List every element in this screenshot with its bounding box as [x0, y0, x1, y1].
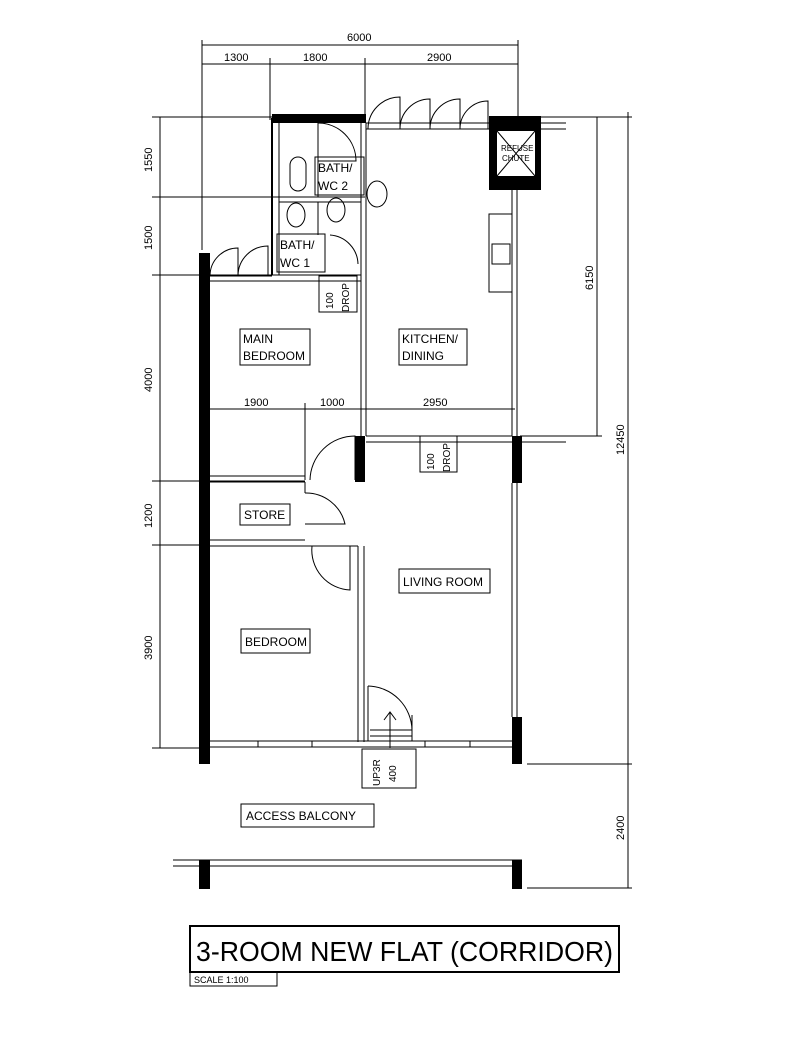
dim-left-2: 1500: [143, 226, 155, 250]
dim-mid-1: 1900: [244, 397, 268, 409]
label-bath-wc2-line1: BATH/: [318, 161, 353, 175]
dim-left-1: 1550: [143, 148, 155, 172]
label-bedroom: BEDROOM: [245, 635, 307, 649]
dim-left-4: 1200: [143, 504, 155, 528]
dim-right-upper: 6150: [584, 266, 596, 290]
label-access-balcony: ACCESS BALCONY: [246, 809, 356, 823]
dim-overall-width: 6000: [347, 32, 371, 44]
label-refuse-line1: REFUSE: [501, 144, 533, 153]
label-refuse-line2: CHUTE: [502, 154, 530, 163]
plan-scale: SCALE 1:100: [194, 975, 249, 985]
interior-lines: [173, 118, 566, 867]
dim-mid-2: 1000: [320, 397, 344, 409]
label-drop2-line2: DROP: [442, 443, 453, 472]
dim-right-lower: 2400: [615, 816, 627, 840]
label-bath-wc1-line1: BATH/: [280, 238, 315, 252]
dim-top-mid: 1800: [303, 52, 327, 64]
label-bath-wc1-line2: WC 1: [280, 256, 310, 270]
room-labels: BATH/ WC 2 BATH/ WC 1 REFUSE CHUTE MAIN …: [239, 144, 533, 828]
label-up-line2: 400: [388, 765, 399, 782]
dim-mid-3: 2950: [423, 397, 447, 409]
label-drop1-line1: 100: [325, 292, 336, 309]
label-store: STORE: [244, 508, 285, 522]
dim-left-3: 4000: [143, 368, 155, 392]
doors: [209, 96, 536, 748]
label-main-bedroom-line2: BEDROOM: [243, 349, 305, 363]
dim-top-right: 2900: [427, 52, 451, 64]
dim-right-total: 12450: [615, 424, 627, 455]
label-bath-wc2-line2: WC 2: [318, 179, 348, 193]
top-dimensions: 6000 1300 1800 2900: [201, 32, 519, 250]
walls: [199, 114, 541, 889]
label-drop2-line1: 100: [426, 453, 437, 470]
right-dimensions: 6150 12450 2400: [520, 112, 632, 889]
label-main-bedroom-line1: MAIN: [243, 332, 273, 346]
plan-title: 3-ROOM NEW FLAT (CORRIDOR): [196, 936, 613, 967]
dim-left-5: 3900: [143, 636, 155, 660]
left-dimensions: 1550 1500 4000 1200 3900: [143, 116, 365, 749]
label-up-line1: UP3R: [372, 759, 383, 786]
dim-top-left: 1300: [224, 52, 248, 64]
drop-labels: 100 DROP 100 DROP UP3R 400: [318, 275, 458, 789]
label-drop1-line2: DROP: [341, 283, 352, 312]
label-living-room: LIVING ROOM: [403, 575, 483, 589]
label-kitchen-line1: KITCHEN/: [402, 332, 459, 346]
title-block: 3-ROOM NEW FLAT (CORRIDOR) SCALE 1:100: [189, 925, 620, 987]
label-kitchen-line2: DINING: [402, 349, 444, 363]
